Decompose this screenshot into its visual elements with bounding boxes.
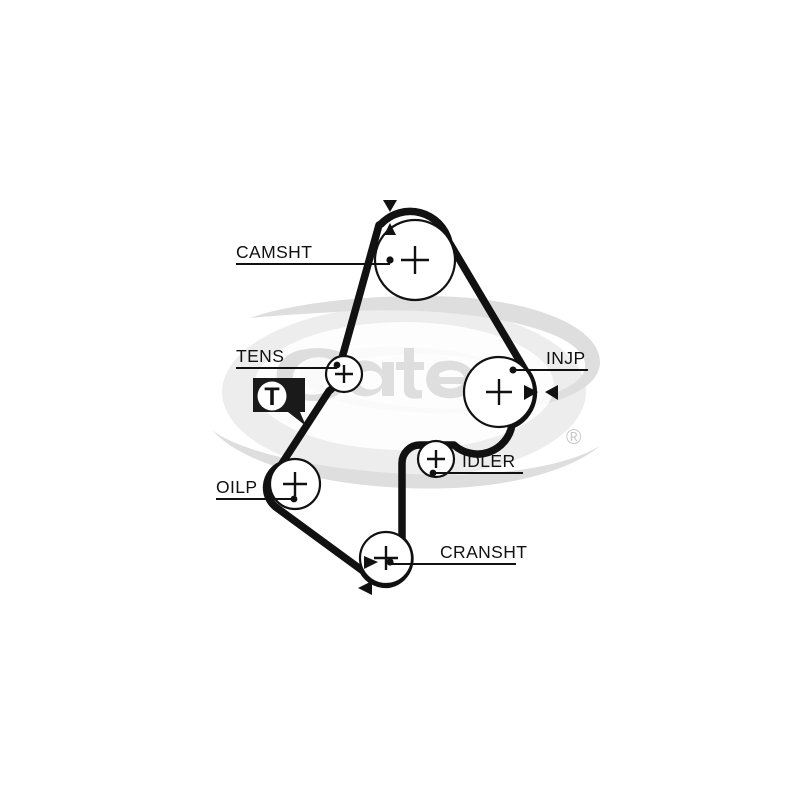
- idler-center-cross: [427, 450, 445, 468]
- label-camshaft: CAMSHT: [236, 242, 312, 262]
- tensioner-center-cross: [335, 365, 353, 383]
- pulley-camshaft: [373, 218, 457, 302]
- badge-letter-t: T: [264, 383, 279, 411]
- timing-mark-camshaft-outer: [383, 200, 397, 212]
- pulley-oil-pump: [268, 457, 322, 511]
- crankshaft-center-cross: [374, 546, 398, 570]
- timing-mark-crankshaft-outer: [358, 581, 372, 595]
- label-crankshaft: CRANSHT: [440, 542, 527, 562]
- pulley-injection-pump: [462, 355, 536, 429]
- label-underlines: [216, 262, 588, 566]
- camshaft-center-cross: [401, 246, 429, 274]
- pulley-crankshaft: [358, 530, 414, 586]
- timing-mark-camshaft-inner: [384, 223, 396, 235]
- timing-belt-path: [262, 207, 538, 589]
- timing-mark-badge: T: [253, 378, 306, 426]
- pulley-idler: [416, 439, 456, 479]
- tensioner-leader-dot: [333, 361, 341, 369]
- timing-mark-injection-pump-right: [545, 385, 558, 400]
- label-oil-pump: OILP: [216, 477, 257, 497]
- idler-leader-dot: [429, 469, 437, 477]
- injection-pump-leader-dot: [509, 366, 517, 374]
- crankshaft-leader-dot: [386, 558, 394, 566]
- label-idler: IDLER: [462, 451, 516, 471]
- label-injection-pump: INJP: [546, 348, 586, 368]
- oil-pump-leader-dot: [290, 495, 298, 503]
- timing-mark-crankshaft-inner: [364, 556, 378, 569]
- oil-pump-center-cross: [283, 472, 307, 496]
- pulley-tensioner: [324, 354, 364, 394]
- label-tensioner: TENS: [236, 346, 284, 366]
- injection-pump-center-cross: [486, 379, 512, 405]
- registered-trademark-symbol: ®: [566, 426, 582, 449]
- timing-mark-injection-pump-left: [524, 385, 538, 400]
- badge-circle: [257, 381, 287, 411]
